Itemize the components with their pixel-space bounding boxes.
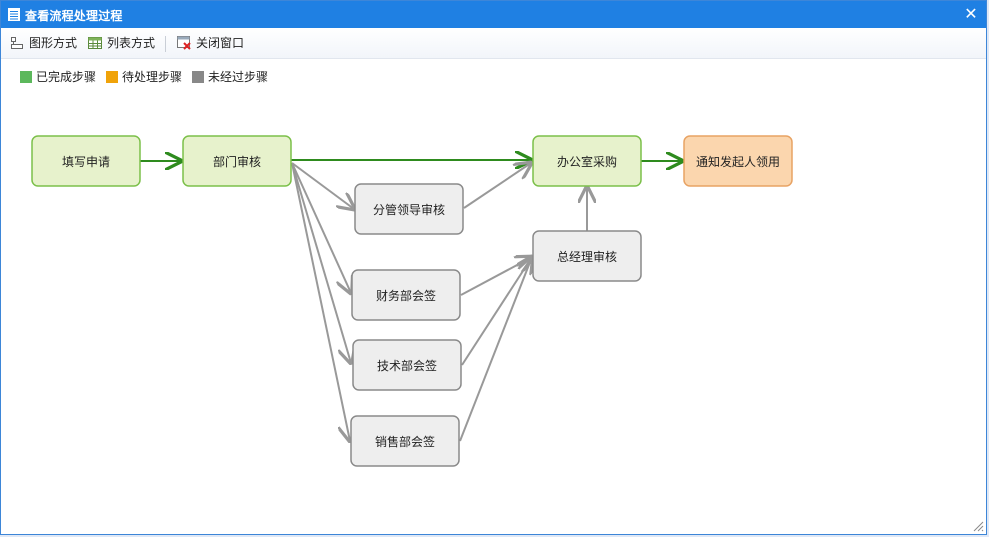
resize-grip-icon[interactable] bbox=[973, 521, 984, 532]
legend-label: 已完成步骤 bbox=[36, 70, 97, 84]
table-icon bbox=[88, 37, 102, 49]
legend-swatch bbox=[20, 71, 32, 83]
edge-dept-tech bbox=[291, 162, 351, 363]
edge-sales-gm bbox=[459, 257, 532, 442]
node-label: 财务部会签 bbox=[376, 288, 436, 303]
edge-dept-sales bbox=[291, 162, 350, 441]
graph-mode-label: 图形方式 bbox=[29, 36, 78, 50]
node-office-purchase[interactable]: 办公室采购 bbox=[532, 135, 642, 187]
node-leader-review[interactable]: 分管领导审核 bbox=[354, 183, 464, 235]
edge-fin-gm bbox=[460, 257, 532, 296]
node-label: 技术部会签 bbox=[377, 358, 437, 373]
node-gm-review[interactable]: 总经理审核 bbox=[532, 230, 642, 282]
node-dept-review[interactable]: 部门审核 bbox=[182, 135, 292, 187]
node-label: 分管领导审核 bbox=[373, 202, 445, 217]
close-icon[interactable]: ✕ bbox=[964, 4, 978, 23]
node-tech-sign[interactable]: 技术部会签 bbox=[352, 339, 462, 391]
edge-dept-lead bbox=[291, 162, 354, 209]
node-sales-sign[interactable]: 销售部会签 bbox=[350, 415, 460, 467]
node-label: 填写申请 bbox=[62, 155, 110, 169]
node-label: 部门审核 bbox=[213, 154, 261, 169]
node-label: 办公室采购 bbox=[557, 154, 617, 169]
legend-label: 未经过步骤 bbox=[208, 70, 269, 84]
toolbar-separator bbox=[165, 36, 166, 52]
legend-swatch bbox=[106, 71, 118, 83]
node-label: 总经理审核 bbox=[557, 249, 617, 264]
legend-swatch bbox=[192, 71, 204, 83]
window-titlebar[interactable]: 查看流程处理过程 ✕ bbox=[1, 1, 986, 28]
edge-lead-office bbox=[463, 163, 531, 209]
node-finance-sign[interactable]: 财务部会签 bbox=[351, 269, 461, 321]
node-fill-application[interactable]: 填写申请 bbox=[31, 135, 141, 187]
graph-icon bbox=[11, 37, 23, 49]
toolbar: 图形方式 列表方式 关闭窗口 bbox=[1, 28, 986, 59]
close-window-label: 关闭窗口 bbox=[196, 36, 245, 50]
document-icon bbox=[8, 8, 20, 21]
legend-label: 待处理步骤 bbox=[122, 70, 183, 84]
edge-dept-fin bbox=[291, 162, 351, 293]
close-window-icon bbox=[177, 36, 191, 50]
node-notify-initiator[interactable]: 通知发起人领用 bbox=[683, 135, 793, 187]
list-mode-label: 列表方式 bbox=[107, 36, 156, 50]
window-title: 查看流程处理过程 bbox=[25, 9, 123, 23]
node-label: 通知发起人领用 bbox=[696, 154, 780, 169]
node-label: 销售部会签 bbox=[375, 434, 435, 449]
